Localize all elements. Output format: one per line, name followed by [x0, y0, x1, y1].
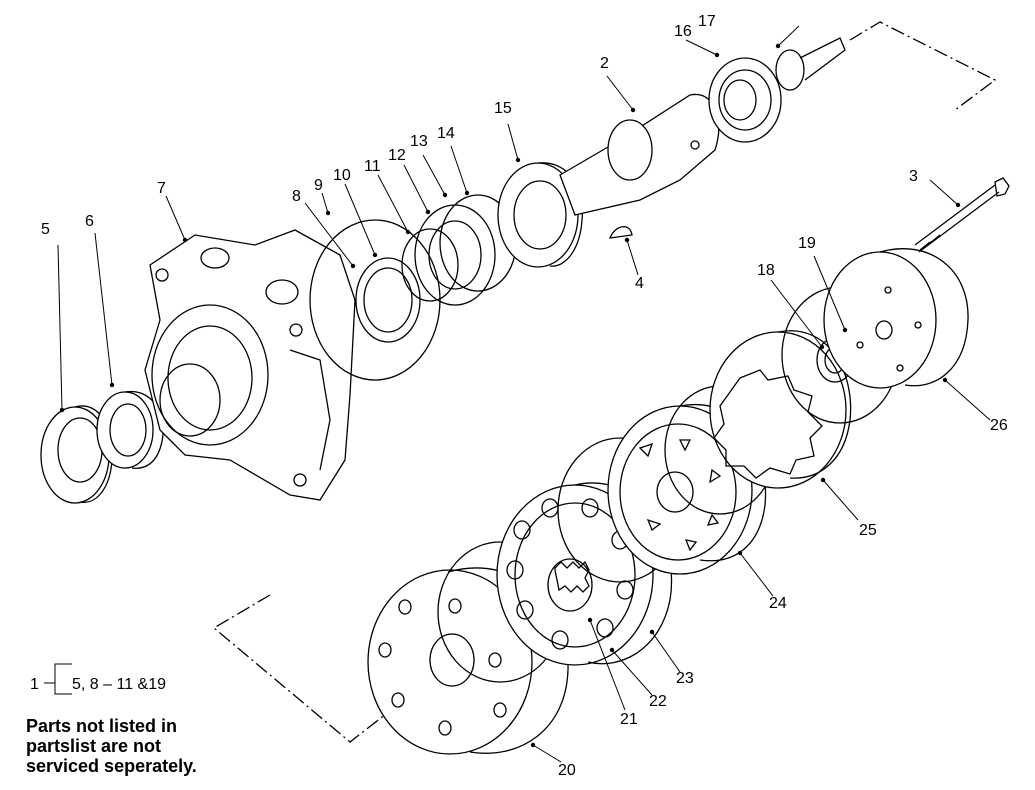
part-25-spacer-plate	[709, 330, 852, 489]
callout-21: 21	[620, 711, 638, 728]
leader-dots	[59, 43, 961, 748]
callout-12: 12	[388, 147, 406, 164]
callout-8: 8	[292, 188, 301, 205]
callout-6: 6	[85, 213, 94, 230]
part-17-drive-link	[775, 37, 846, 91]
service-note-line-3: serviced seperately.	[26, 756, 197, 776]
callout-17: 17	[698, 13, 716, 30]
callout-10: 10	[333, 167, 351, 184]
callout-4: 4	[635, 275, 644, 292]
callout-2: 2	[600, 55, 609, 72]
callout-16: 16	[674, 23, 692, 40]
callout-13: 13	[410, 133, 428, 150]
part-7-housing	[144, 229, 356, 501]
callout-20: 20	[558, 762, 576, 779]
callout-18: 18	[757, 262, 775, 279]
callout-24: 24	[769, 595, 787, 612]
callout-9: 9	[314, 177, 323, 194]
callout-22: 22	[649, 693, 667, 710]
part-20-end-cap	[367, 567, 569, 755]
callout-25: 25	[859, 522, 877, 539]
kit-number: 1	[30, 676, 39, 693]
part-5-shaft-seal	[40, 405, 114, 504]
part-15-bearing	[497, 162, 584, 268]
callout-26: 26	[990, 417, 1008, 434]
callout-14: 14	[437, 125, 455, 142]
leader-lines	[57, 25, 991, 763]
callout-23: 23	[676, 670, 694, 687]
part-4-key	[608, 226, 633, 239]
callout-7: 7	[157, 180, 166, 197]
parts-8-14-seal-stack	[309, 194, 517, 381]
callout-15: 15	[494, 100, 512, 117]
part-6-bearing	[96, 390, 164, 469]
callout-5: 5	[41, 221, 50, 238]
part-26-rear-cover	[823, 248, 969, 389]
callout-19: 19	[798, 235, 816, 252]
part-2-output-shaft	[559, 93, 720, 216]
part-3-bolt	[914, 177, 1010, 253]
kit-bracket	[44, 663, 72, 695]
service-note-line-2: partslist are not	[26, 736, 162, 756]
kit-contents: 5, 8 – 11 &19	[72, 676, 166, 693]
service-note-line-1: Parts not listed in	[26, 716, 178, 736]
service-note: Parts not listed in partslist are not se…	[26, 716, 197, 776]
callout-11: 11	[364, 158, 381, 175]
callout-3: 3	[909, 168, 918, 185]
part-16-gear	[708, 57, 782, 143]
centerline-top	[849, 21, 997, 111]
